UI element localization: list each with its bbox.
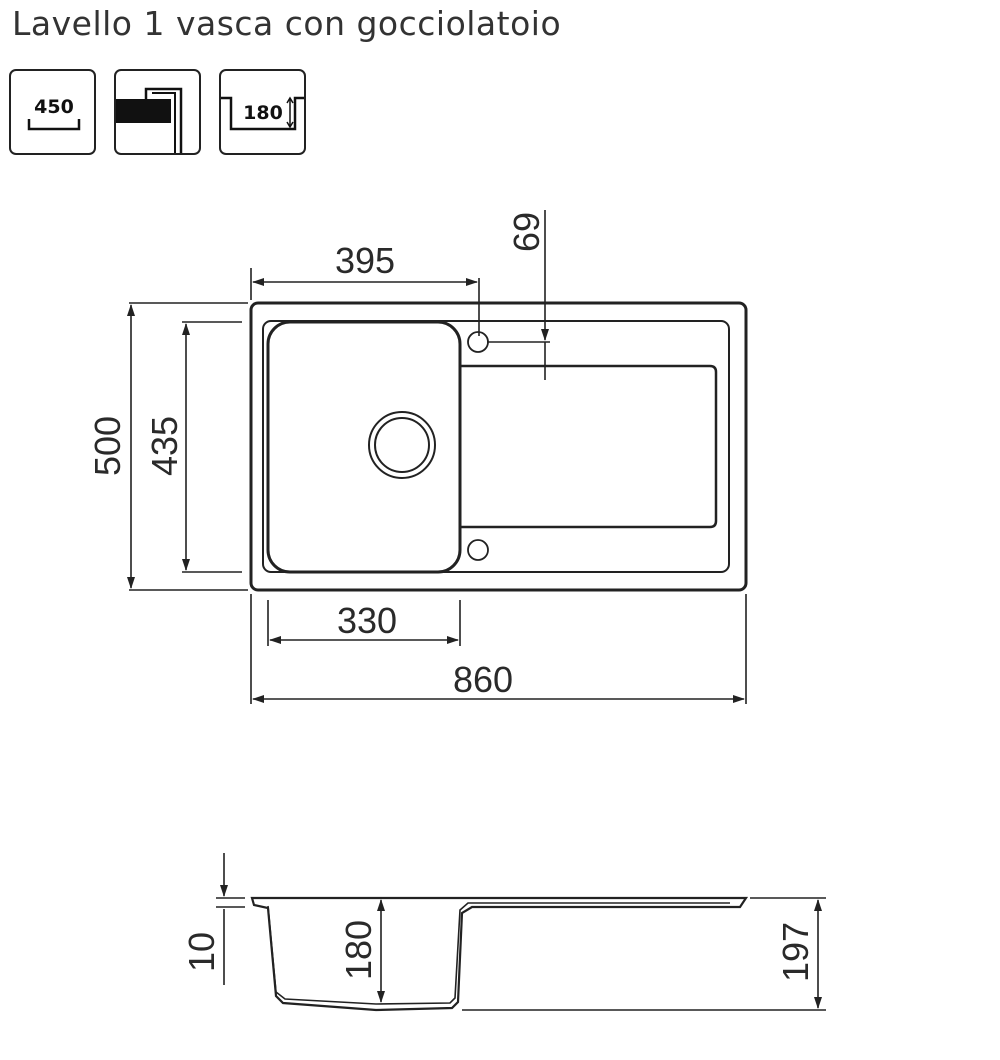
drain-inner: [374, 417, 430, 473]
dimension-330-label: 330: [337, 600, 397, 641]
dimension-69: [487, 210, 550, 380]
bowl-depth-icon: 180: [219, 69, 306, 155]
sink-inner-rim: [262, 320, 730, 573]
dimension-860: [250, 594, 747, 704]
dimension-330: [267, 600, 461, 646]
dimension-860-label: 860: [453, 659, 513, 700]
sink-outline: [249, 301, 748, 592]
drainer-outline: [461, 364, 718, 529]
side-profile-inner: [267, 902, 730, 1005]
page-title: Lavello 1 vasca con gocciolatoio: [12, 4, 562, 43]
dimension-435-label: 435: [144, 416, 185, 476]
cabinet-width-label: 450: [34, 96, 74, 118]
dimension-197: [462, 897, 826, 1011]
dimension-10: [216, 853, 245, 985]
dimension-10-label: 10: [181, 932, 222, 972]
drain-outer: [368, 411, 436, 479]
bowl-depth-label: 180: [243, 102, 283, 124]
top-view: [249, 301, 748, 592]
tap-hole-top: [467, 331, 489, 353]
side-view: [250, 896, 749, 1012]
dimension-197-label: 197: [775, 922, 816, 982]
tap-hole-bottom: [467, 539, 489, 561]
dimension-395: [250, 268, 480, 336]
dimension-69-label: 69: [506, 212, 547, 252]
dimension-500-label: 500: [87, 416, 128, 476]
dimension-180-label: 180: [338, 920, 379, 980]
top-mount-icon: [114, 69, 201, 155]
cabinet-width-icon: 450: [9, 69, 96, 155]
dimension-500: [127, 302, 248, 591]
bowl-outline: [266, 320, 462, 574]
dimension-395-label: 395: [335, 240, 395, 281]
side-profile-outer: [250, 896, 749, 1012]
dimension-435: [182, 321, 242, 573]
